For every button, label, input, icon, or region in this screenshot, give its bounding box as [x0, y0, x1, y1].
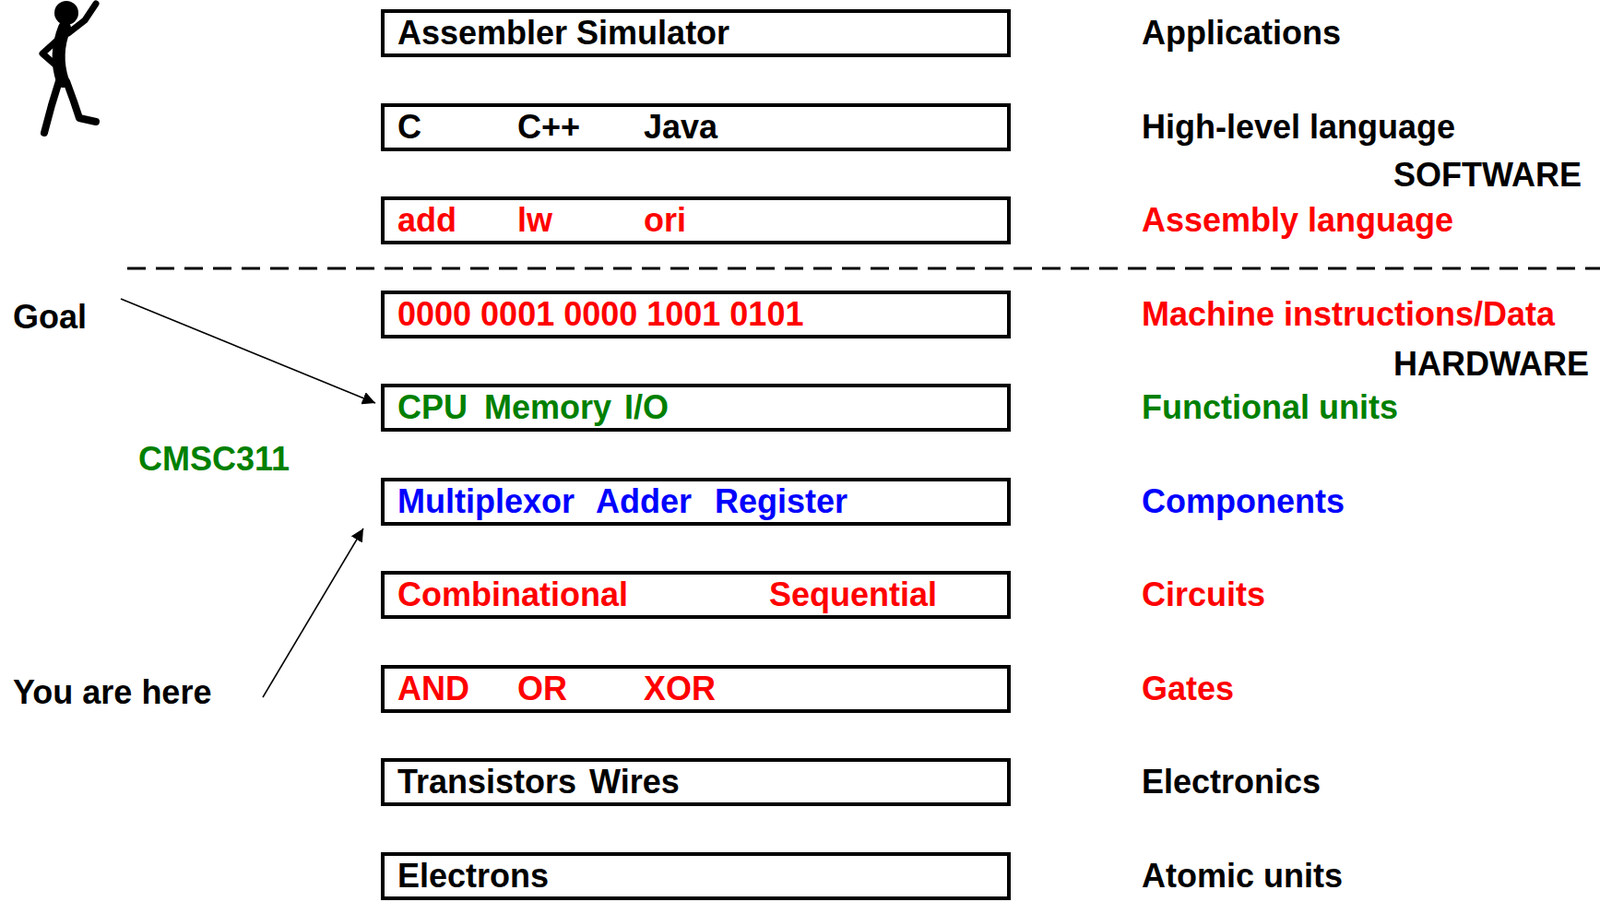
layer-box: CPU Memory I/O — [380, 383, 1011, 432]
layer-item: Assembler Simulator — [397, 13, 730, 52]
layer-box: add lw ori — [380, 196, 1011, 245]
layer-box: 0000 0001 0000 1001 0101 — [380, 290, 1011, 339]
layer-item: Combinational — [397, 575, 629, 614]
layer-label: Assembly language — [1141, 201, 1454, 239]
layer-item: AND — [397, 669, 470, 708]
layer-label: Circuits — [1141, 575, 1266, 614]
leader-arrow — [120, 298, 376, 403]
layer-box: Electrons — [380, 852, 1011, 901]
layer-label: SOFTWARE — [1393, 155, 1582, 194]
leader-arrow — [262, 528, 364, 698]
layer-item: Transistors — [397, 762, 577, 801]
layer-label: CMSC311 — [138, 439, 290, 478]
layer-item: C — [397, 107, 422, 146]
layer-box: Transistors Wires — [380, 758, 1011, 806]
layer-item: Register — [714, 482, 848, 521]
layer-box: Combinational Sequential — [380, 570, 1011, 619]
layer-item: Electrons — [397, 856, 549, 895]
layer-item: Adder — [595, 482, 692, 521]
layer-label: HARDWARE — [1393, 344, 1589, 383]
layer-item: add — [397, 201, 457, 239]
layer-label: You are here — [12, 673, 212, 712]
stick-figure — [42, 0, 96, 133]
divider-line — [127, 267, 1600, 271]
layer-item: 0000 0001 0000 1001 0101 — [397, 295, 804, 333]
layer-item: ori — [643, 201, 687, 239]
layer-item: C++ — [517, 107, 581, 146]
layer-item: CPU — [397, 388, 468, 427]
layer-item: Java — [643, 107, 718, 146]
layer-item: Wires — [589, 762, 680, 801]
layer-label: Machine instructions/Data — [1141, 295, 1555, 333]
layer-box: C C++ Java — [380, 103, 1011, 152]
layer-item: Multiplexor — [397, 482, 575, 521]
layer-label: Goal — [12, 297, 87, 336]
layer-item: OR — [517, 669, 568, 708]
layer-label: Atomic units — [1141, 856, 1343, 895]
layer-label: Components — [1141, 482, 1345, 521]
layer-item: Sequential — [769, 575, 937, 614]
layer-label: Applications — [1141, 13, 1341, 52]
layer-label: Electronics — [1141, 762, 1321, 801]
layer-label: Gates — [1141, 669, 1234, 708]
layer-item: lw — [517, 201, 553, 239]
layer-item: I/O — [624, 388, 669, 427]
layer-item: XOR — [643, 669, 716, 708]
layer-item: Memory — [484, 388, 612, 427]
layer-box: Assembler Simulator — [380, 9, 1011, 58]
layer-box: Multiplexor Adder Register — [380, 477, 1011, 526]
layer-label: Functional units — [1141, 388, 1399, 427]
layer-label: High-level language — [1141, 107, 1456, 146]
layer-box: AND OR XOR — [380, 664, 1011, 713]
